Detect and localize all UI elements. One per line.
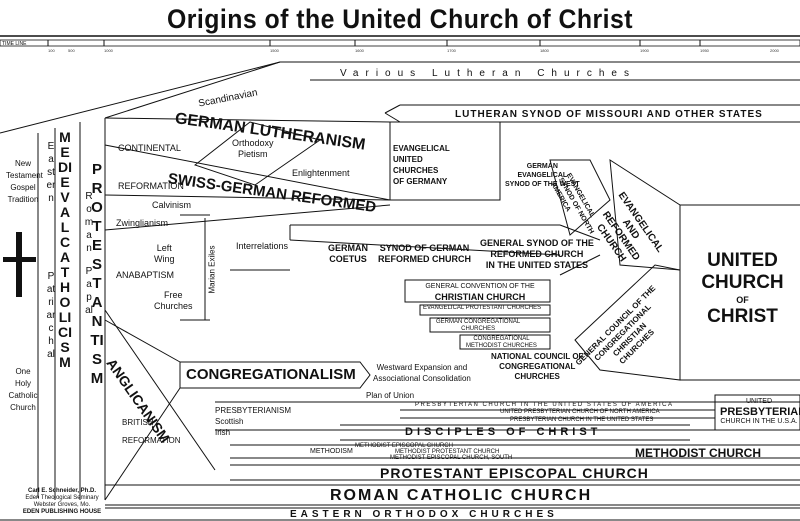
methodist-church: METHODIST CHURCH — [635, 446, 761, 460]
roman-catholic-church: ROMAN CATHOLIC CHURCH — [330, 487, 593, 504]
one-holy-church-label: One Holy Catholic Church — [8, 367, 38, 412]
anabaptism-label: ANABAPTISM — [116, 270, 175, 280]
methodist-protestant: METHODIST PROTESTANT CHURCH — [395, 449, 500, 455]
british-reformation-label: REFORMATION — [122, 436, 181, 445]
eastern-orthodox-churches: EASTERN ORTHODOX CHURCHES — [290, 509, 558, 520]
protestantism-label: PROTESTANTISM — [90, 161, 104, 387]
roman-label: Roman — [84, 191, 94, 254]
patriarchal-label: Patriarchal — [46, 271, 56, 360]
continental-label: CONTINENTAL — [118, 143, 181, 153]
reformation-label: REFORMATION — [118, 181, 184, 191]
evangelical-protestant-churches: EVANGELICAL PROTESTANT CHURCHES — [423, 305, 542, 311]
methodist-episcopal: METHODIST EPISCOPAL CHURCH — [355, 443, 453, 449]
timeline-label: TIME LINE — [2, 41, 27, 47]
protestant-episcopal-church: PROTESTANT EPISCOPAL CHURCH — [380, 465, 649, 481]
interrelations-label: Interrelations — [236, 241, 289, 251]
disciples-of-christ: DISCIPLES OF CHRIST — [405, 426, 602, 438]
timeline-tick: 500 — [68, 48, 75, 53]
medieval-catholicism-label: MEDIEVAL CATHOLICISM — [58, 129, 72, 370]
missouri-synod-label: LUTHERAN SYNOD OF MISSOURI AND OTHER STA… — [455, 109, 763, 120]
methodism-label: METHODISM — [310, 448, 353, 455]
timeline-tick: 1800 — [540, 48, 549, 53]
presbyterian-church-usa: PRESBYTERIAN CHURCH IN THE UNITED STATES… — [415, 402, 674, 408]
zwinglianism-label: Zwinglianism — [116, 218, 169, 228]
british-label: BRITISH — [122, 418, 154, 427]
timeline-tick: 1600 — [355, 48, 364, 53]
page-title: Origins of the United Church of Christ — [167, 4, 633, 34]
timeline-tick: 100 — [48, 48, 55, 53]
timeline-tick: 1500 — [270, 48, 279, 53]
timeline-tick: 1900 — [640, 48, 649, 53]
presbyterian-church-us: PRESBYTERIAN CHURCH IN THE UNITED STATES — [510, 417, 654, 423]
papal-label: Papal — [85, 266, 93, 316]
marian-exiles-label: Marian Exiles — [207, 245, 217, 294]
timeline-tick: 2000 — [770, 48, 779, 53]
methodist-episcopal-south: METHODIST EPISCOPAL CHURCH, SOUTH — [390, 455, 513, 461]
plan-of-union-label: Plan of Union — [366, 391, 415, 400]
congregationalism-label: CONGREGATIONALISM — [186, 366, 356, 383]
timeline-tick: 1700 — [447, 48, 456, 53]
united-presbyterian-na: UNITED PRESBYTERIAN CHURCH OF NORTH AMER… — [500, 409, 660, 415]
calvinism-label: Calvinism — [152, 200, 192, 210]
timeline-tick: 1950 — [700, 48, 709, 53]
eastern-patriarchal-label: Eastern — [46, 141, 56, 204]
enlightenment-label: Enlightenment — [292, 168, 350, 178]
timeline-tick: 1000 — [104, 48, 113, 53]
various-lutheran-churches: Various Lutheran Churches — [340, 68, 636, 79]
new-testament-label: New Testament Gospel Tradition — [6, 159, 43, 204]
author-credits: Carl E. Schneider, Ph.D. Eden Theologica… — [22, 488, 102, 515]
